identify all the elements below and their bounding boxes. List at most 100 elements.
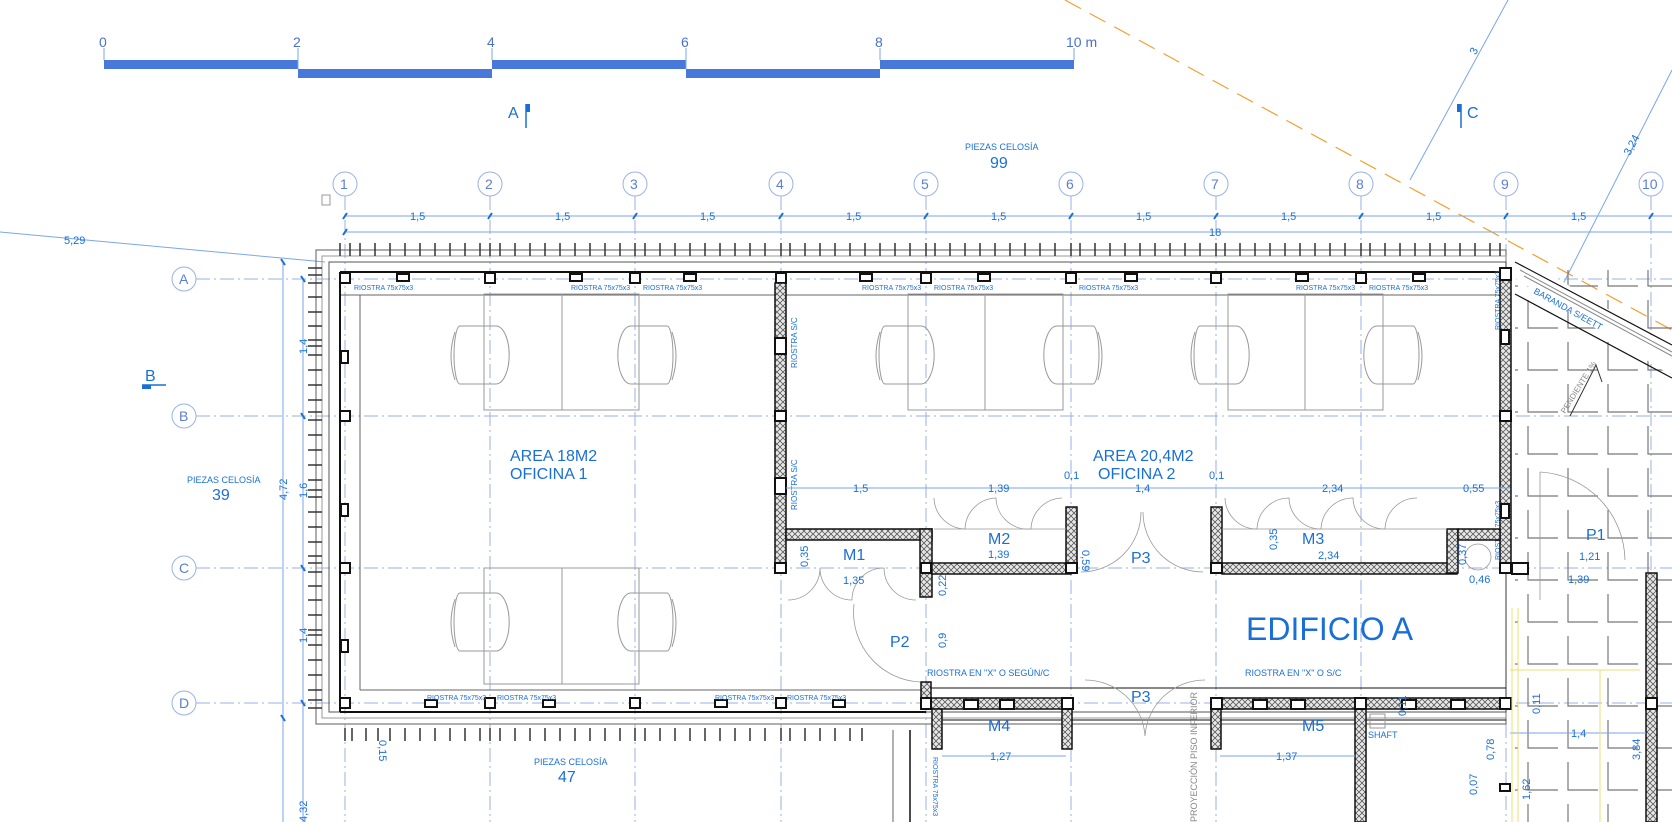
svg-text:1,4: 1,4: [1135, 483, 1150, 495]
terrace: BARANDA S/EETT PENDIENTE 1%: [1514, 261, 1672, 822]
svg-text:P3: P3: [1131, 550, 1151, 567]
svg-text:0,1: 0,1: [1064, 470, 1079, 482]
svg-text:M5: M5: [1302, 718, 1324, 735]
svg-text:4: 4: [776, 176, 784, 192]
section-mark-a[interactable]: A: [508, 104, 530, 128]
svg-text:1,5: 1,5: [991, 211, 1006, 223]
room-oficina-2[interactable]: AREA 20,4M2 OFICINA 2: [1093, 448, 1194, 483]
svg-text:1,62: 1,62: [1521, 779, 1533, 800]
svg-text:P1: P1: [1586, 527, 1606, 544]
svg-text:OFICINA 2: OFICINA 2: [1098, 466, 1175, 483]
grid-bubble-2[interactable]: 2: [477, 171, 503, 197]
svg-text:RIOSTRA 75x75x3: RIOSTRA 75x75x3: [571, 285, 630, 292]
svg-text:PIEZAS CELOSÍA: PIEZAS CELOSÍA: [965, 142, 1039, 152]
svg-text:P3: P3: [1131, 689, 1151, 706]
svg-text:1,5: 1,5: [846, 211, 861, 223]
section-mark-c[interactable]: C: [1457, 104, 1479, 128]
svg-text:3: 3: [630, 176, 638, 192]
svg-text:RIOSTRA 75x75x3: RIOSTRA 75x75x3: [715, 695, 774, 702]
grid-bubble-1[interactable]: 1: [332, 171, 358, 197]
grid-bubble-9[interactable]: 9: [1493, 171, 1519, 197]
svg-text:B: B: [179, 408, 188, 424]
top-dimension-chain: 1,5 1,5 1,5 1,5 1,5 1,5 1,5 1,5 1,5 18: [342, 211, 1672, 239]
svg-text:M2: M2: [988, 531, 1010, 548]
svg-text:1,4: 1,4: [298, 339, 310, 354]
svg-text:0,35: 0,35: [1268, 529, 1280, 550]
grid-bubble-6[interactable]: 6: [1058, 171, 1084, 197]
svg-text:0,55: 0,55: [1463, 483, 1484, 495]
svg-text:AREA 20,4M2: AREA 20,4M2: [1093, 448, 1194, 465]
svg-text:C: C: [179, 560, 189, 576]
svg-text:RIOSTRA EN "X" O S/C: RIOSTRA EN "X" O S/C: [1245, 668, 1342, 678]
svg-text:P2: P2: [890, 634, 910, 651]
celosia-label-bottom: PIEZAS CELOSÍA 47: [534, 757, 608, 786]
grid-bubble-c[interactable]: C: [171, 555, 197, 581]
svg-text:M3: M3: [1302, 531, 1324, 548]
svg-text:M1: M1: [843, 547, 865, 564]
closet-walls: M1 M2 M3 P3 P2 P1 P3 0,35 1,35 1,39 0,59…: [785, 497, 1606, 737]
svg-text:4,32: 4,32: [298, 801, 310, 822]
svg-text:RIOSTRA 75x75x3: RIOSTRA 75x75x3: [354, 285, 413, 292]
svg-text:10: 10: [1642, 176, 1658, 192]
svg-text:0,59: 0,59: [1079, 550, 1091, 571]
svg-text:1,39: 1,39: [988, 483, 1009, 495]
svg-text:M4: M4: [988, 718, 1010, 735]
svg-text:A: A: [508, 105, 519, 122]
grid-bubble-3[interactable]: 3: [622, 171, 648, 197]
grid-bubble-10[interactable]: 10: [1638, 171, 1664, 197]
grid-bubble-8[interactable]: 8: [1348, 171, 1374, 197]
columns: [339, 272, 1426, 709]
svg-text:RIOSTRA S/C: RIOSTRA S/C: [790, 317, 799, 368]
svg-text:1,5: 1,5: [1571, 211, 1586, 223]
svg-text:1,5: 1,5: [1281, 211, 1296, 223]
svg-text:SHAFT: SHAFT: [1368, 730, 1398, 740]
svg-text:1,5: 1,5: [555, 211, 570, 223]
building-label: EDIFICIO A: [1246, 611, 1414, 647]
svg-text:1,5: 1,5: [1136, 211, 1151, 223]
scale-label-4: 4: [487, 34, 495, 50]
svg-text:D: D: [179, 695, 189, 711]
grid-bubble-b[interactable]: B: [171, 403, 197, 429]
diagonal-dimensions: 3 3,24 5,29: [0, 0, 1672, 291]
svg-text:2: 2: [485, 176, 493, 192]
svg-text:1,5: 1,5: [853, 483, 868, 495]
svg-text:RIOSTRA 75x75x3: RIOSTRA 75x75x3: [427, 695, 486, 702]
svg-text:RIOSTRA 75x75x3: RIOSTRA 75x75x3: [862, 285, 921, 292]
grid-bubble-4[interactable]: 4: [768, 171, 794, 197]
grid-bubble-5[interactable]: 5: [913, 171, 939, 197]
svg-text:RIOSTRA 75x75x3: RIOSTRA 75x75x3: [1369, 285, 1428, 292]
svg-text:B: B: [145, 368, 156, 385]
svg-text:1,6: 1,6: [298, 483, 310, 498]
svg-text:39: 39: [212, 487, 230, 504]
grid-bubble-7[interactable]: 7: [1203, 171, 1229, 197]
svg-text:AREA 18M2: AREA 18M2: [510, 448, 597, 465]
svg-text:0,07: 0,07: [1468, 774, 1480, 795]
svg-text:OFICINA 1: OFICINA 1: [510, 466, 587, 483]
svg-text:0,46: 0,46: [1469, 574, 1490, 586]
grid-bubble-a[interactable]: A: [171, 266, 197, 292]
svg-text:3,24: 3,24: [1622, 133, 1643, 158]
furniture: [450, 293, 1423, 685]
section-mark-b[interactable]: B: [142, 368, 166, 389]
scale-label-10m: 10 m: [1066, 34, 1097, 50]
svg-text:4,72: 4,72: [278, 479, 290, 500]
svg-text:2,34: 2,34: [1322, 483, 1343, 495]
room-oficina-1[interactable]: AREA 18M2 OFICINA 1: [510, 448, 597, 483]
svg-text:0,22: 0,22: [937, 575, 949, 596]
svg-text:9: 9: [1501, 176, 1509, 192]
scale-label-2: 2: [293, 34, 301, 50]
svg-text:2,34: 2,34: [1318, 550, 1339, 562]
svg-text:1: 1: [340, 176, 348, 192]
svg-text:1,37: 1,37: [1276, 751, 1297, 763]
grid-bubble-d[interactable]: D: [171, 690, 197, 716]
svg-text:1,27: 1,27: [990, 751, 1011, 763]
svg-text:0,11: 0,11: [1397, 695, 1409, 716]
svg-text:7: 7: [1211, 176, 1219, 192]
svg-text:3: 3: [1468, 46, 1481, 57]
svg-text:18: 18: [1209, 227, 1221, 239]
svg-text:RIOSTRA 75x75x3: RIOSTRA 75x75x3: [934, 285, 993, 292]
svg-text:C: C: [1467, 105, 1479, 122]
svg-text:1,5: 1,5: [1426, 211, 1441, 223]
riostra-labels: RIOSTRA 75x75x3 RIOSTRA 75x75x3 RIOSTRA …: [354, 271, 1502, 816]
